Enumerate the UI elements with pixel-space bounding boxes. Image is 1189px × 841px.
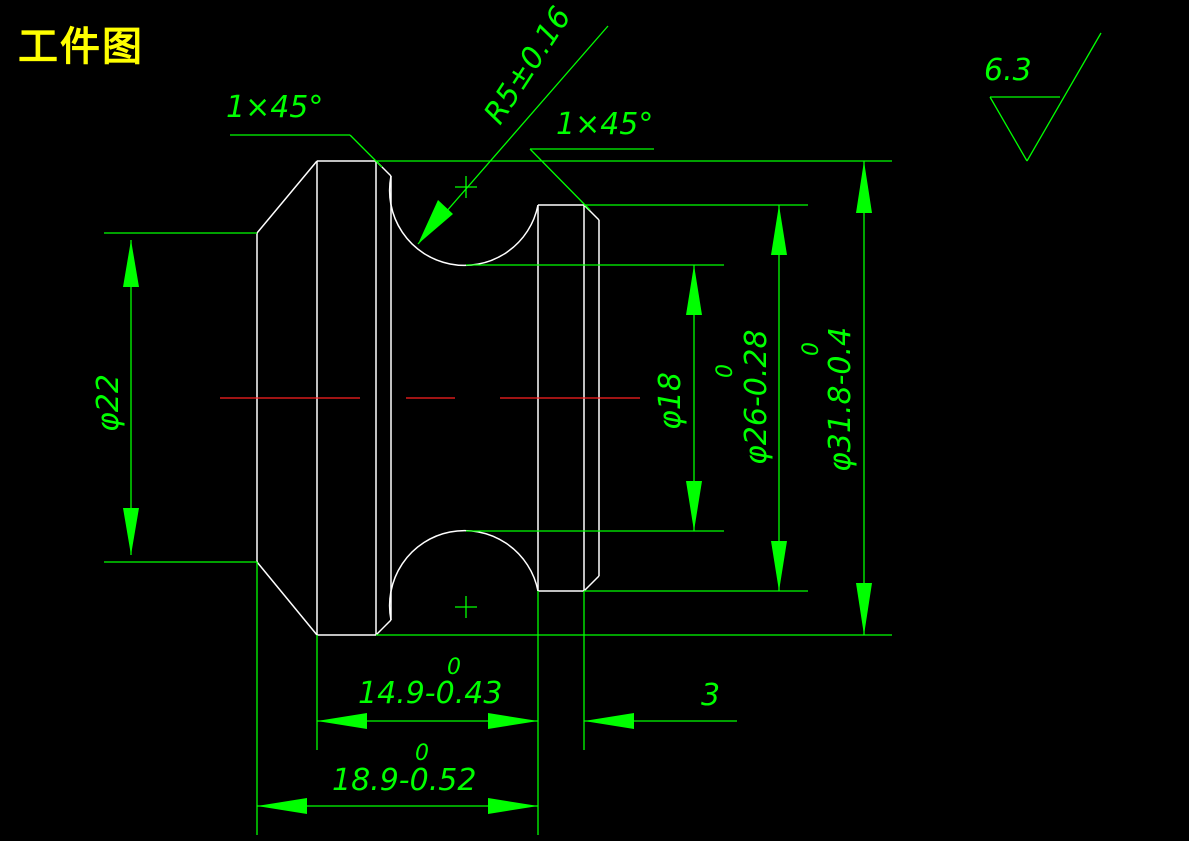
extension-lines — [104, 160, 892, 835]
dimension-phi22: φ22 — [91, 240, 139, 555]
dimension-18-9: 18.9-0.52 0 — [257, 741, 538, 814]
drawing-title: 工件图 — [18, 24, 144, 70]
dim-14-9-upper: 0 — [447, 655, 461, 680]
dim-18-9-label: 18.9-0.52 — [332, 763, 476, 798]
dimension-phi31-8: φ31.8-0.4 0 — [799, 161, 872, 635]
dimension-phi26: φ26-0.28 0 — [713, 205, 787, 591]
dim-phi31-8-upper: 0 — [799, 342, 824, 356]
dimension-14-9: 14.9-0.43 0 — [317, 655, 538, 729]
dim-phi22-label: φ22 — [91, 374, 126, 432]
dim-phi26-upper: 0 — [713, 364, 738, 378]
chamfer-right-leader: 1×45° — [529, 107, 654, 211]
dimension-3: 3 — [584, 678, 737, 729]
dim-phi18-label: φ18 — [653, 372, 688, 430]
dim-18-9-upper: 0 — [415, 741, 429, 766]
dim-phi31-8-label: φ31.8-0.4 — [823, 327, 858, 472]
roughness-value: 6.3 — [984, 53, 1032, 88]
arc-center-marks — [455, 176, 477, 618]
chamfer-right-label: 1×45° — [556, 107, 653, 142]
roughness-symbol: 6.3 — [984, 32, 1102, 162]
dim-phi26-label: φ26-0.28 — [739, 329, 774, 465]
dim-3-label: 3 — [701, 678, 720, 713]
dim-14-9-label: 14.9-0.43 — [358, 676, 502, 711]
chamfer-left-leader: 1×45° — [226, 90, 383, 168]
dimension-phi18: φ18 — [653, 265, 702, 531]
chamfer-left-label: 1×45° — [226, 90, 323, 125]
